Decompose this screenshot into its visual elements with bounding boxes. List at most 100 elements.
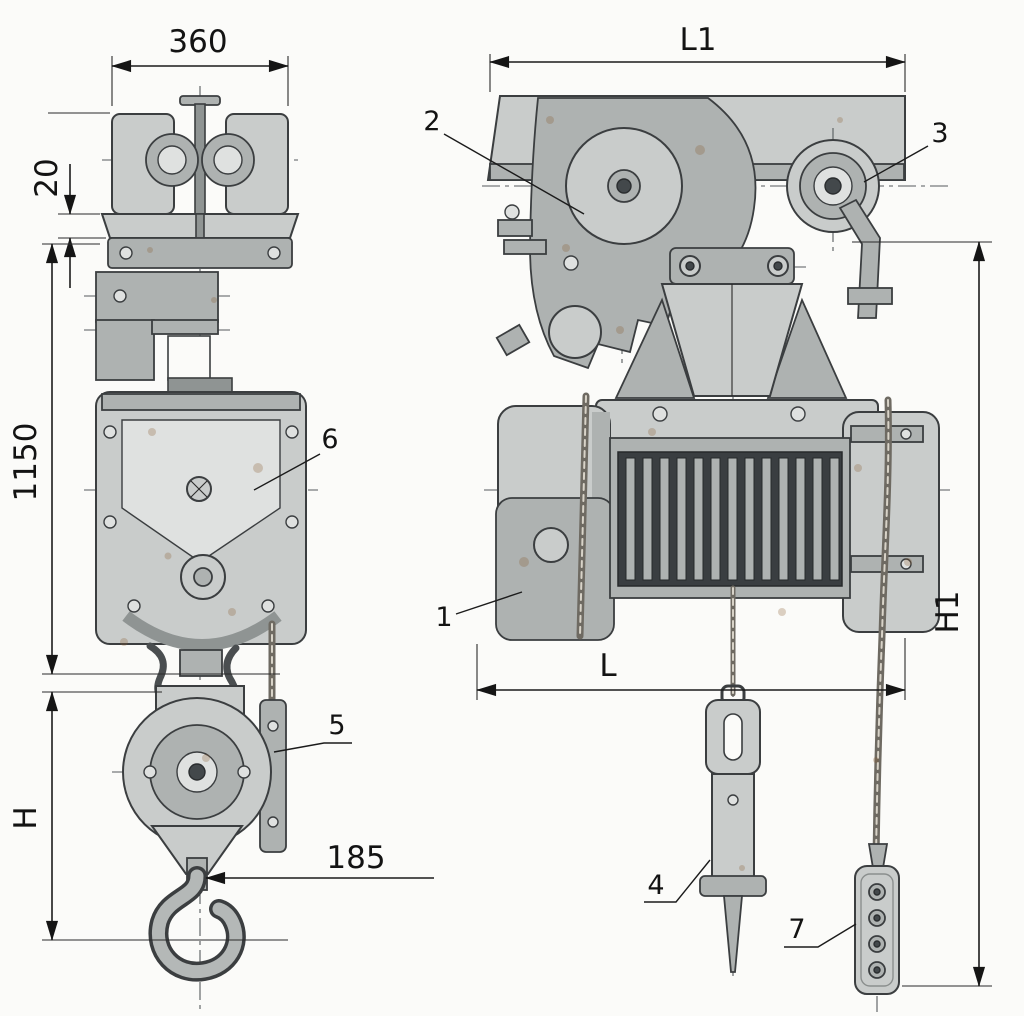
callout-rope: 5	[273, 710, 352, 753]
dim-185-label: 185	[326, 840, 385, 876]
angled-nut	[495, 323, 531, 357]
clamp-bolt-left	[119, 246, 133, 260]
callout-3-leader	[863, 145, 929, 183]
screw-slot-b	[190, 480, 208, 498]
pendant-cable-gland	[867, 843, 889, 869]
callout-6-leader	[253, 453, 321, 491]
cover-boss	[533, 527, 569, 563]
shank-pin	[727, 794, 739, 806]
rope-right-strands	[875, 399, 890, 859]
callout-3-label: 3	[931, 118, 948, 149]
cap-bolt-bottom	[900, 558, 912, 570]
gearbox-bolt-1	[103, 425, 117, 439]
arm-bracket	[847, 287, 893, 305]
callout-5-leader	[273, 742, 352, 753]
suspension-front	[614, 247, 848, 399]
wire-ropes	[576, 392, 892, 862]
hook	[152, 869, 243, 979]
dimension-1150: 1150	[8, 243, 280, 675]
gearbox-bottom-arc	[122, 611, 282, 651]
dim-20-label: 20	[29, 158, 65, 197]
dim-L-label: L	[599, 648, 617, 684]
hook-block-front	[699, 684, 767, 973]
callout-1-leader	[455, 591, 523, 615]
rail-web	[195, 213, 205, 239]
bracket-left-column	[95, 319, 155, 381]
pendant-button-4-dot	[873, 966, 881, 974]
hook-nut	[699, 875, 767, 897]
wheel-axle	[824, 177, 842, 195]
clamp-bolt	[504, 204, 520, 220]
gearbox-side	[95, 391, 307, 651]
clamp-bolt-right	[267, 246, 281, 260]
frame-bolt-right	[790, 406, 806, 422]
callout-2-label: 2	[423, 106, 440, 137]
gearbox-bolt-2	[285, 425, 299, 439]
bracket-bolt	[113, 289, 127, 303]
callout-2-leader	[443, 133, 585, 215]
dimension-L1: L1	[489, 22, 906, 92]
plate-lower-lobe	[548, 305, 602, 359]
dimension-H: H	[8, 691, 288, 941]
beam-clamp-lower	[503, 239, 547, 255]
plate-rivet	[563, 255, 579, 271]
pendant-button-1-dot	[873, 888, 881, 896]
dim-360-label: 360	[168, 24, 227, 60]
trolley-side-assembly	[100, 95, 300, 269]
trolley-wheel-hub-right-inner	[213, 145, 243, 175]
dimension-L: L	[476, 638, 906, 700]
callout-pendant: 7	[784, 914, 857, 948]
callout-7-label: 7	[788, 914, 805, 945]
gearbox-bolt-6	[261, 599, 275, 613]
dim-H1-label: H1	[930, 590, 966, 633]
callout-6-label: 6	[321, 424, 338, 455]
pendant-button-3-dot	[873, 940, 881, 948]
callout-4-leader	[644, 859, 711, 903]
bracket-lip	[151, 319, 219, 335]
rope-left-strands	[579, 395, 587, 637]
pin-bolt-left-center	[685, 261, 695, 271]
guide-block	[179, 649, 223, 677]
hanger-wing-left	[614, 297, 696, 399]
gearbox-bolt-5	[127, 599, 141, 613]
gear-bolt	[616, 178, 632, 194]
pin-bolt-right-center	[773, 261, 783, 271]
trolley-wheel-front	[786, 139, 893, 319]
callout-5-label: 5	[328, 710, 345, 741]
pendant-control	[854, 843, 900, 995]
dimension-360: 360	[111, 24, 289, 106]
dim-H-label: H	[8, 806, 44, 829]
rust-speckles	[120, 116, 912, 871]
callout-hook-block: 4	[644, 859, 711, 903]
callout-body: 1	[435, 591, 523, 633]
link-bar-bolt-bottom	[267, 816, 279, 828]
side-view: 360 20 1150 H 185	[8, 24, 434, 1010]
gearbox-lower-boss-hub	[193, 567, 213, 587]
frame-bolt-left	[652, 406, 668, 422]
link-bar-bolt-top	[267, 720, 279, 732]
callout-7-leader	[784, 923, 857, 948]
gear-cover-lower-left	[495, 497, 615, 641]
pendant-face-border	[860, 873, 894, 987]
pendant-buttons	[868, 883, 886, 979]
beam-clamp-upper	[497, 219, 533, 237]
pendant-button-2-dot	[873, 914, 881, 922]
callout-4-label: 4	[647, 870, 664, 901]
gearbox-bolt-4	[285, 515, 299, 529]
swivel-slot	[723, 713, 743, 761]
hook-shank-front	[711, 773, 755, 879]
dimension-H1: H1	[852, 241, 992, 987]
trolley-wheel-hub-left-inner	[157, 145, 187, 175]
callout-1-label: 1	[435, 602, 452, 633]
hanger-wing-right	[766, 297, 848, 399]
gearbox-bolt-3	[103, 515, 117, 529]
dimension-20: 20	[29, 112, 110, 288]
callout-trolley-plate: 2	[423, 106, 585, 215]
plate-rivet-right	[237, 765, 251, 779]
hook-point-edge-view	[723, 895, 743, 973]
pendant-body	[854, 865, 900, 995]
dim-1150-label: 1150	[8, 423, 44, 502]
dimension-185: 185	[205, 840, 434, 885]
